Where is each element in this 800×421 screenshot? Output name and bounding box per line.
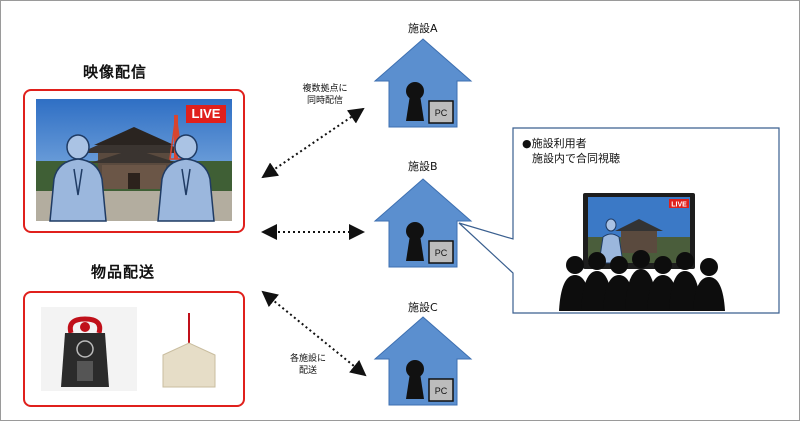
facility-c-label: 施設C	[408, 301, 438, 314]
keyhole-icon	[406, 360, 424, 399]
note-delivery: 各施設に 配送	[289, 354, 326, 376]
arrow-to-facility-c	[261, 290, 367, 377]
pc-label: PC	[435, 248, 448, 258]
house-icon: PC	[373, 38, 473, 128]
facility-a-label: 施設A	[408, 22, 438, 35]
goods-photos	[41, 307, 227, 391]
note-multi-site: 複数拠点に 同時配信	[302, 84, 348, 106]
omamori-charm	[61, 316, 109, 387]
callout-text: ●施設利用者 施設内で合同視聴	[522, 136, 620, 166]
live-badge: LIVE	[192, 106, 221, 121]
pc-label: PC	[435, 108, 448, 118]
ema-plaque	[162, 313, 216, 388]
monk-silhouette	[157, 134, 215, 222]
goods-section-title: 物品配送	[91, 263, 156, 281]
monk-silhouette	[49, 134, 107, 222]
temple-photo	[80, 127, 188, 189]
video-frame: LIVE	[23, 89, 245, 233]
livestream-photo: LIVE	[36, 99, 232, 222]
house-icon: PC	[373, 178, 473, 268]
facility-b-label: 施設B	[408, 160, 438, 173]
audience-silhouette	[559, 250, 725, 311]
keyhole-icon	[406, 222, 424, 261]
keyhole-icon	[406, 82, 424, 121]
tv-live-badge: LIVE	[671, 202, 687, 209]
callout-line-1: ●施設利用者	[522, 137, 587, 150]
group-viewing-illustration: LIVE	[559, 193, 725, 311]
goods-frame	[23, 291, 245, 407]
pc-label: PC	[435, 386, 448, 396]
house-icon: PC	[373, 316, 473, 406]
video-section-title: 映像配信	[83, 63, 148, 81]
arrow-to-facility-a	[261, 107, 365, 179]
callout-line-2: 施設内で合同視聴	[532, 152, 620, 165]
